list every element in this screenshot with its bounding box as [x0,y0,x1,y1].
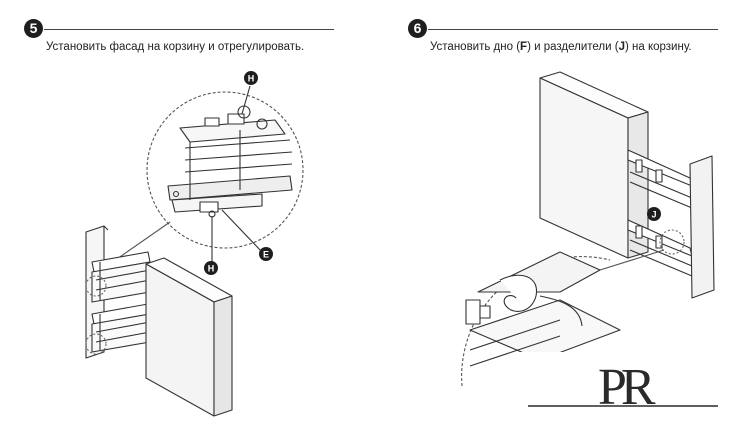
callout-h-top-label: H [248,74,255,84]
step-6-number: 6 [408,19,427,38]
step-6-text-prefix: Установить дно ( [430,41,521,53]
step-6-text-middle: ) и разделители ( [527,41,619,53]
callout-e-label: E [263,250,269,260]
step-5-detail-circle [146,85,304,262]
step-6-instruction: Установить дно (F) и разделители (J) на … [430,41,692,53]
step-5-instruction: Установить фасад на корзину и отрегулиро… [46,41,305,53]
step-5-number: 5 [24,19,43,38]
callout-e: E [259,247,273,261]
callout-h-bottom: H [204,261,218,275]
part-f-label: F [520,41,528,53]
callout-j: J [647,207,661,221]
step-6-rule [428,29,718,30]
callout-j-label: J [651,210,656,220]
step-6-detail-circle [461,251,621,387]
step-6-basket [539,71,715,299]
callout-h-top: H [244,71,258,85]
part-j-label: J [618,41,625,53]
step-5-basket [85,225,233,417]
callout-h-bottom-label: H [208,264,215,274]
step-6-text-suffix: ) на корзину. [624,41,692,53]
step-5-rule [44,29,334,30]
